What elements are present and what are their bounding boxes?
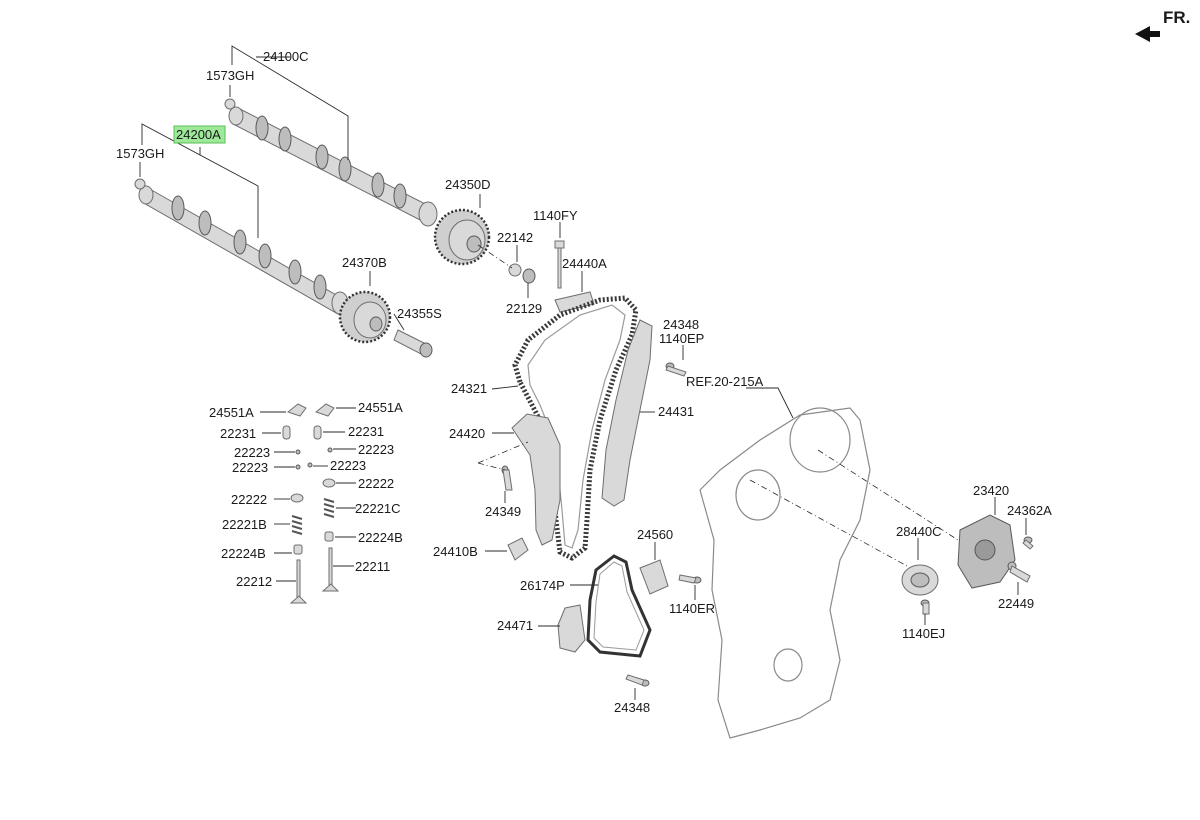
rocker-24551a-right-part[interactable]	[314, 403, 335, 417]
label-22142[interactable]: 22142	[497, 230, 533, 245]
label-28440c[interactable]: 28440C	[896, 524, 942, 539]
bolt-22449-part[interactable]	[1007, 561, 1031, 583]
cam-sprocket-24350d-part[interactable]	[433, 208, 491, 266]
bolt-24348-upper-part[interactable]	[665, 362, 687, 377]
camshaft-24100c-part[interactable]	[228, 106, 438, 227]
label-24348-upper[interactable]: 24348	[663, 317, 699, 332]
label-24471[interactable]: 24471	[497, 618, 533, 633]
label-24362a[interactable]: 24362A	[1007, 503, 1052, 518]
label-22449[interactable]: 22449	[998, 596, 1034, 611]
drive-chain-26174p-part[interactable]	[586, 554, 652, 658]
tensioner-24471-part[interactable]	[557, 604, 586, 653]
label-22222-right[interactable]: 22222	[358, 476, 394, 491]
timing-cover-ref-outline	[699, 407, 871, 739]
label-22212[interactable]: 22212	[236, 574, 272, 589]
valve-spring-22221b-part[interactable]	[291, 515, 303, 535]
label-22223-c[interactable]: 22223	[232, 460, 268, 475]
label-26174p[interactable]: 26174P	[520, 578, 565, 593]
label-22129[interactable]: 22129	[506, 301, 542, 316]
label-24355s[interactable]: 24355S	[397, 306, 442, 321]
lash-adjuster-22231-right-part[interactable]	[313, 425, 322, 440]
label-24551a-left[interactable]: 24551A	[209, 405, 254, 420]
label-22231-right[interactable]: 22231	[348, 424, 384, 439]
valve-key-22223-a-part[interactable]	[295, 449, 301, 455]
valve-key-22223-d-part[interactable]	[307, 462, 313, 468]
front-arrow-icon	[1135, 26, 1160, 42]
lash-adjuster-22231-left-part[interactable]	[282, 425, 291, 440]
plug-1573gh-lower-part[interactable]	[134, 178, 146, 190]
pump-28440c-part[interactable]	[901, 564, 939, 596]
label-24420[interactable]: 24420	[449, 426, 485, 441]
label-22221b[interactable]: 22221B	[222, 517, 267, 532]
guide-24560-part[interactable]	[639, 559, 669, 595]
cam-sprocket-24370b-part[interactable]	[338, 290, 392, 344]
valve-seal-22224b-right-part[interactable]	[324, 531, 334, 542]
label-24431[interactable]: 24431	[658, 404, 694, 419]
label-22223-b[interactable]: 22223	[358, 442, 394, 457]
label-22223-a[interactable]: 22223	[234, 445, 270, 460]
chain-tensioner-24410b-part[interactable]	[507, 537, 529, 561]
label-24348-lower[interactable]: 24348	[614, 700, 650, 715]
label-1140ep[interactable]: 1140EP	[659, 331, 704, 346]
bolt-1140ej-part[interactable]	[920, 599, 930, 615]
timing-chain-24321-part[interactable]	[512, 295, 639, 561]
label-1573gh-upper[interactable]: 1573GH	[206, 68, 254, 83]
valve-key-22223-b-part[interactable]	[327, 447, 333, 453]
label-24200a[interactable]: 24200A	[176, 127, 221, 142]
chain-guide-24440a-part[interactable]	[554, 291, 595, 313]
rocker-24551a-left-part[interactable]	[286, 403, 307, 417]
front-orientation-label: FR.	[1163, 8, 1190, 27]
bolt-24355s-part[interactable]	[393, 329, 433, 358]
valve-22211-part[interactable]	[321, 547, 340, 592]
tensioner-arm-24420-part[interactable]	[511, 413, 561, 546]
plug-1573gh-upper-part[interactable]	[224, 98, 236, 110]
label-24349[interactable]: 24349	[485, 504, 521, 519]
label-22224b-right[interactable]: 22224B	[358, 530, 403, 545]
retainer-22222-right-part[interactable]	[322, 478, 336, 488]
label-23420[interactable]: 23420	[973, 483, 1009, 498]
retainer-22222-left-part[interactable]	[290, 493, 304, 503]
label-24200a-highlight	[173, 125, 226, 144]
seal-22129-part[interactable]	[522, 268, 536, 284]
label-24440a[interactable]: 24440A	[562, 256, 607, 271]
label-22211[interactable]: 22211	[355, 559, 390, 574]
label-22224b-left[interactable]: 22224B	[221, 546, 266, 561]
seal-22142-part[interactable]	[508, 263, 522, 277]
label-22231-left[interactable]: 22231	[220, 426, 256, 441]
label-22223-d[interactable]: 22223	[330, 458, 366, 473]
fixed-guide-24431-part[interactable]	[601, 319, 653, 507]
valve-22212-part[interactable]	[289, 559, 308, 604]
label-24410b[interactable]: 24410B	[433, 544, 478, 559]
label-24370b[interactable]: 24370B	[342, 255, 387, 270]
label-24551a-right[interactable]: 24551A	[358, 400, 403, 415]
bolt-24362a-part[interactable]	[1022, 536, 1034, 550]
valve-seal-22224b-left-part[interactable]	[293, 544, 303, 555]
label-ref-20-215a[interactable]: REF.20-215A	[686, 374, 764, 389]
bolt-1140er-part[interactable]	[678, 574, 702, 584]
label-22222-left[interactable]: 22222	[231, 492, 267, 507]
bolt-24348-lower-part[interactable]	[625, 674, 650, 687]
bolt-1140fy-part[interactable]	[554, 240, 565, 289]
label-1573gh-lower[interactable]: 1573GH	[116, 146, 164, 161]
label-24350d[interactable]: 24350D	[445, 177, 491, 192]
label-1140er[interactable]: 1140ER	[669, 601, 715, 616]
label-1140ej[interactable]: 1140EJ	[902, 626, 945, 641]
label-22221c[interactable]: 22221C	[355, 501, 401, 516]
valve-key-22223-c-part[interactable]	[295, 464, 301, 470]
label-24100c[interactable]: 24100C	[263, 49, 309, 64]
cover-23420-part[interactable]	[957, 514, 1016, 589]
label-24321[interactable]: 24321	[451, 381, 487, 396]
valve-spring-22221c-part[interactable]	[323, 498, 335, 518]
camshaft-24200a-part[interactable]	[138, 185, 349, 315]
label-24560[interactable]: 24560	[637, 527, 673, 542]
label-1140fy[interactable]: 1140FY	[533, 208, 578, 223]
